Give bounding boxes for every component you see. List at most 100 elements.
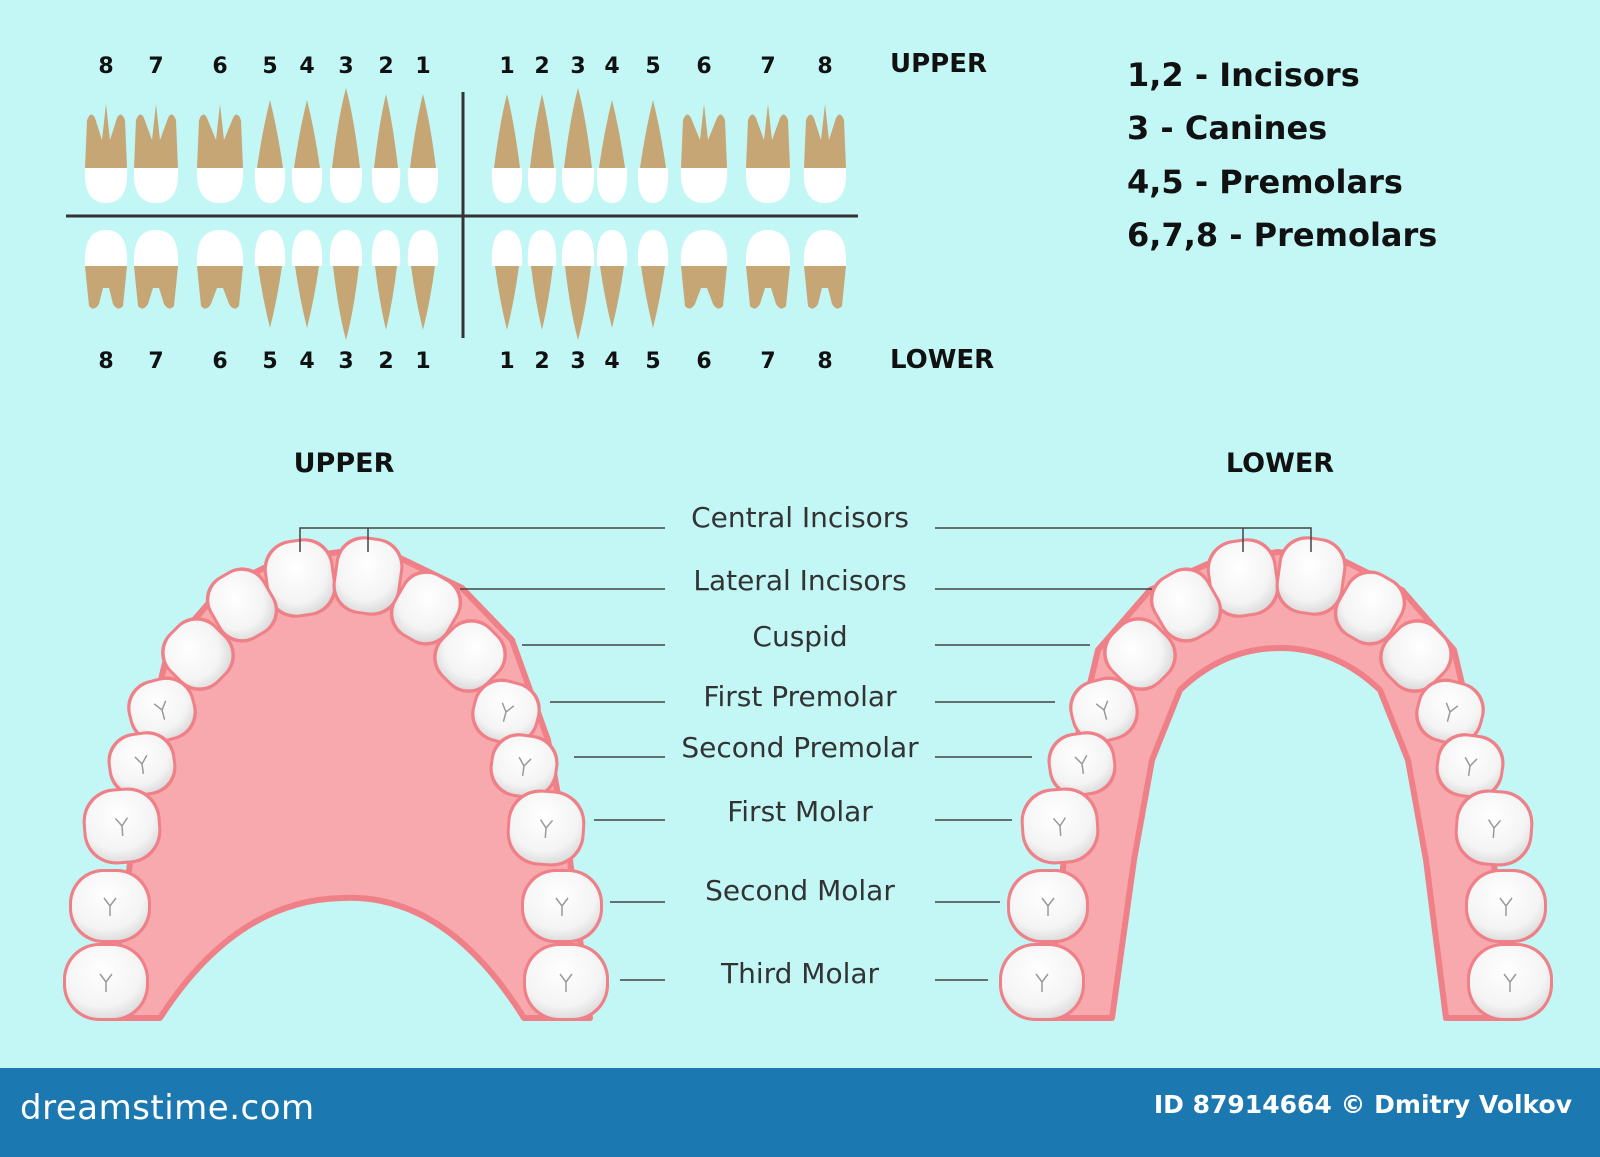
upper-tooth (371, 94, 401, 203)
upper-tooth-number: 1 (415, 54, 430, 79)
upper-tooth-number: 4 (604, 54, 619, 79)
tooth-crown (596, 168, 628, 203)
tooth-root (681, 104, 727, 168)
tooth-root (641, 266, 665, 328)
label-lateral-incisors: Lateral Incisors (693, 564, 906, 597)
upper-tooth-number: 5 (262, 54, 277, 79)
legend-item-canines: 3 - Canines (1127, 109, 1327, 147)
arch-tooth (1415, 678, 1485, 746)
tooth-crown (527, 230, 557, 266)
arch-tooth (205, 567, 279, 643)
lower-tooth-number: 6 (696, 349, 711, 374)
tooth-crown (371, 168, 401, 203)
tooth-root (257, 100, 283, 168)
upper-arch-title: UPPER (294, 448, 395, 479)
upper-tooth (680, 104, 728, 203)
lower-tooth-number: 7 (760, 349, 775, 374)
tooth-root (564, 88, 592, 168)
tooth-root (600, 266, 624, 328)
arch-tooth (471, 678, 541, 746)
lower-tooth-number: 8 (98, 349, 113, 374)
lower-tooth-number: 2 (534, 349, 549, 374)
upper-tooth-number: 7 (760, 54, 775, 79)
chart-lower-label: LOWER (890, 345, 994, 375)
lower-tooth (329, 230, 363, 340)
arch-tooth (1465, 869, 1547, 943)
lower-tooth-number: 5 (645, 349, 660, 374)
arch-tooth (433, 619, 507, 693)
lower-tooth-number: 4 (604, 349, 619, 374)
tooth-root (804, 266, 846, 309)
arch-tooth (1149, 567, 1223, 643)
lower-tooth-number: 3 (338, 349, 353, 374)
tooth-root (411, 266, 435, 330)
upper-tooth-number: 8 (817, 54, 832, 79)
lower-tooth-number: 5 (262, 349, 277, 374)
upper-tooth-number: 7 (148, 54, 163, 79)
upper-tooth-number: 6 (696, 54, 711, 79)
lower-tooth-number: 7 (148, 349, 163, 374)
tooth-root (294, 100, 320, 168)
tooth-root (494, 94, 520, 168)
upper-tooth (329, 88, 363, 203)
upper-tooth-number: 8 (98, 54, 113, 79)
upper-tooth (407, 94, 439, 203)
tooth-crown (84, 230, 128, 266)
tooth-crown (84, 168, 128, 203)
upper-tooth-number: 3 (338, 54, 353, 79)
tooth-root (332, 88, 360, 168)
upper-tooth (491, 94, 523, 203)
lower-tooth-number: 6 (212, 349, 227, 374)
tooth-root (375, 266, 397, 330)
upper-arch-teeth (63, 536, 609, 1021)
tooth-root (85, 266, 127, 309)
upper-tooth-number: 2 (378, 54, 393, 79)
lower-tooth (254, 230, 286, 328)
label-second-molar: Second Molar (705, 874, 895, 907)
upper-tooth (84, 104, 128, 203)
upper-tooth (527, 94, 557, 203)
label-cuspid: Cuspid (752, 620, 847, 653)
label-first-molar: First Molar (727, 795, 873, 828)
tooth-crown (637, 168, 669, 203)
upper-tooth-number: 1 (499, 54, 514, 79)
tooth-crown (561, 168, 595, 203)
upper-teeth-row (84, 88, 847, 203)
arch-tooth (69, 869, 151, 943)
tooth-root (333, 266, 359, 340)
tooth-root (599, 100, 625, 168)
tooth-crown (133, 168, 179, 203)
upper-tooth (745, 104, 791, 203)
tooth-root (258, 266, 282, 328)
lower-tooth (84, 230, 128, 309)
lower-tooth (407, 230, 439, 330)
tooth-crown (637, 230, 669, 266)
tooth-crown (407, 230, 439, 266)
lower-tooth (527, 230, 557, 330)
arch-tooth (161, 617, 235, 691)
tooth-root (495, 266, 519, 330)
lower-tooth (680, 230, 728, 309)
arch-tooth (1454, 789, 1534, 867)
upper-arch (63, 536, 609, 1021)
lower-tooth-number: 1 (415, 349, 430, 374)
lower-gum (1045, 549, 1511, 1021)
tooth-crown (291, 168, 323, 203)
lower-tooth (196, 230, 244, 309)
tooth-crown (491, 168, 523, 203)
lower-tooth (371, 230, 401, 330)
tooth-root (134, 266, 178, 309)
arch-tooth (1103, 617, 1177, 691)
tooth-crown (527, 168, 557, 203)
label-central-incisors: Central Incisors (691, 501, 909, 534)
tooth-crown (329, 230, 363, 266)
arch-tooth (1435, 733, 1505, 799)
site-name[interactable]: dreamstime.com (20, 1088, 315, 1128)
legend-item-incisors: 1,2 - Incisors (1127, 56, 1360, 94)
chart-upper-label: UPPER (890, 49, 987, 79)
tooth-crown (254, 230, 286, 266)
arch-tooth (1020, 787, 1100, 865)
tooth-type-labels: Central Incisors Lateral Incisors Cuspid… (681, 501, 919, 990)
